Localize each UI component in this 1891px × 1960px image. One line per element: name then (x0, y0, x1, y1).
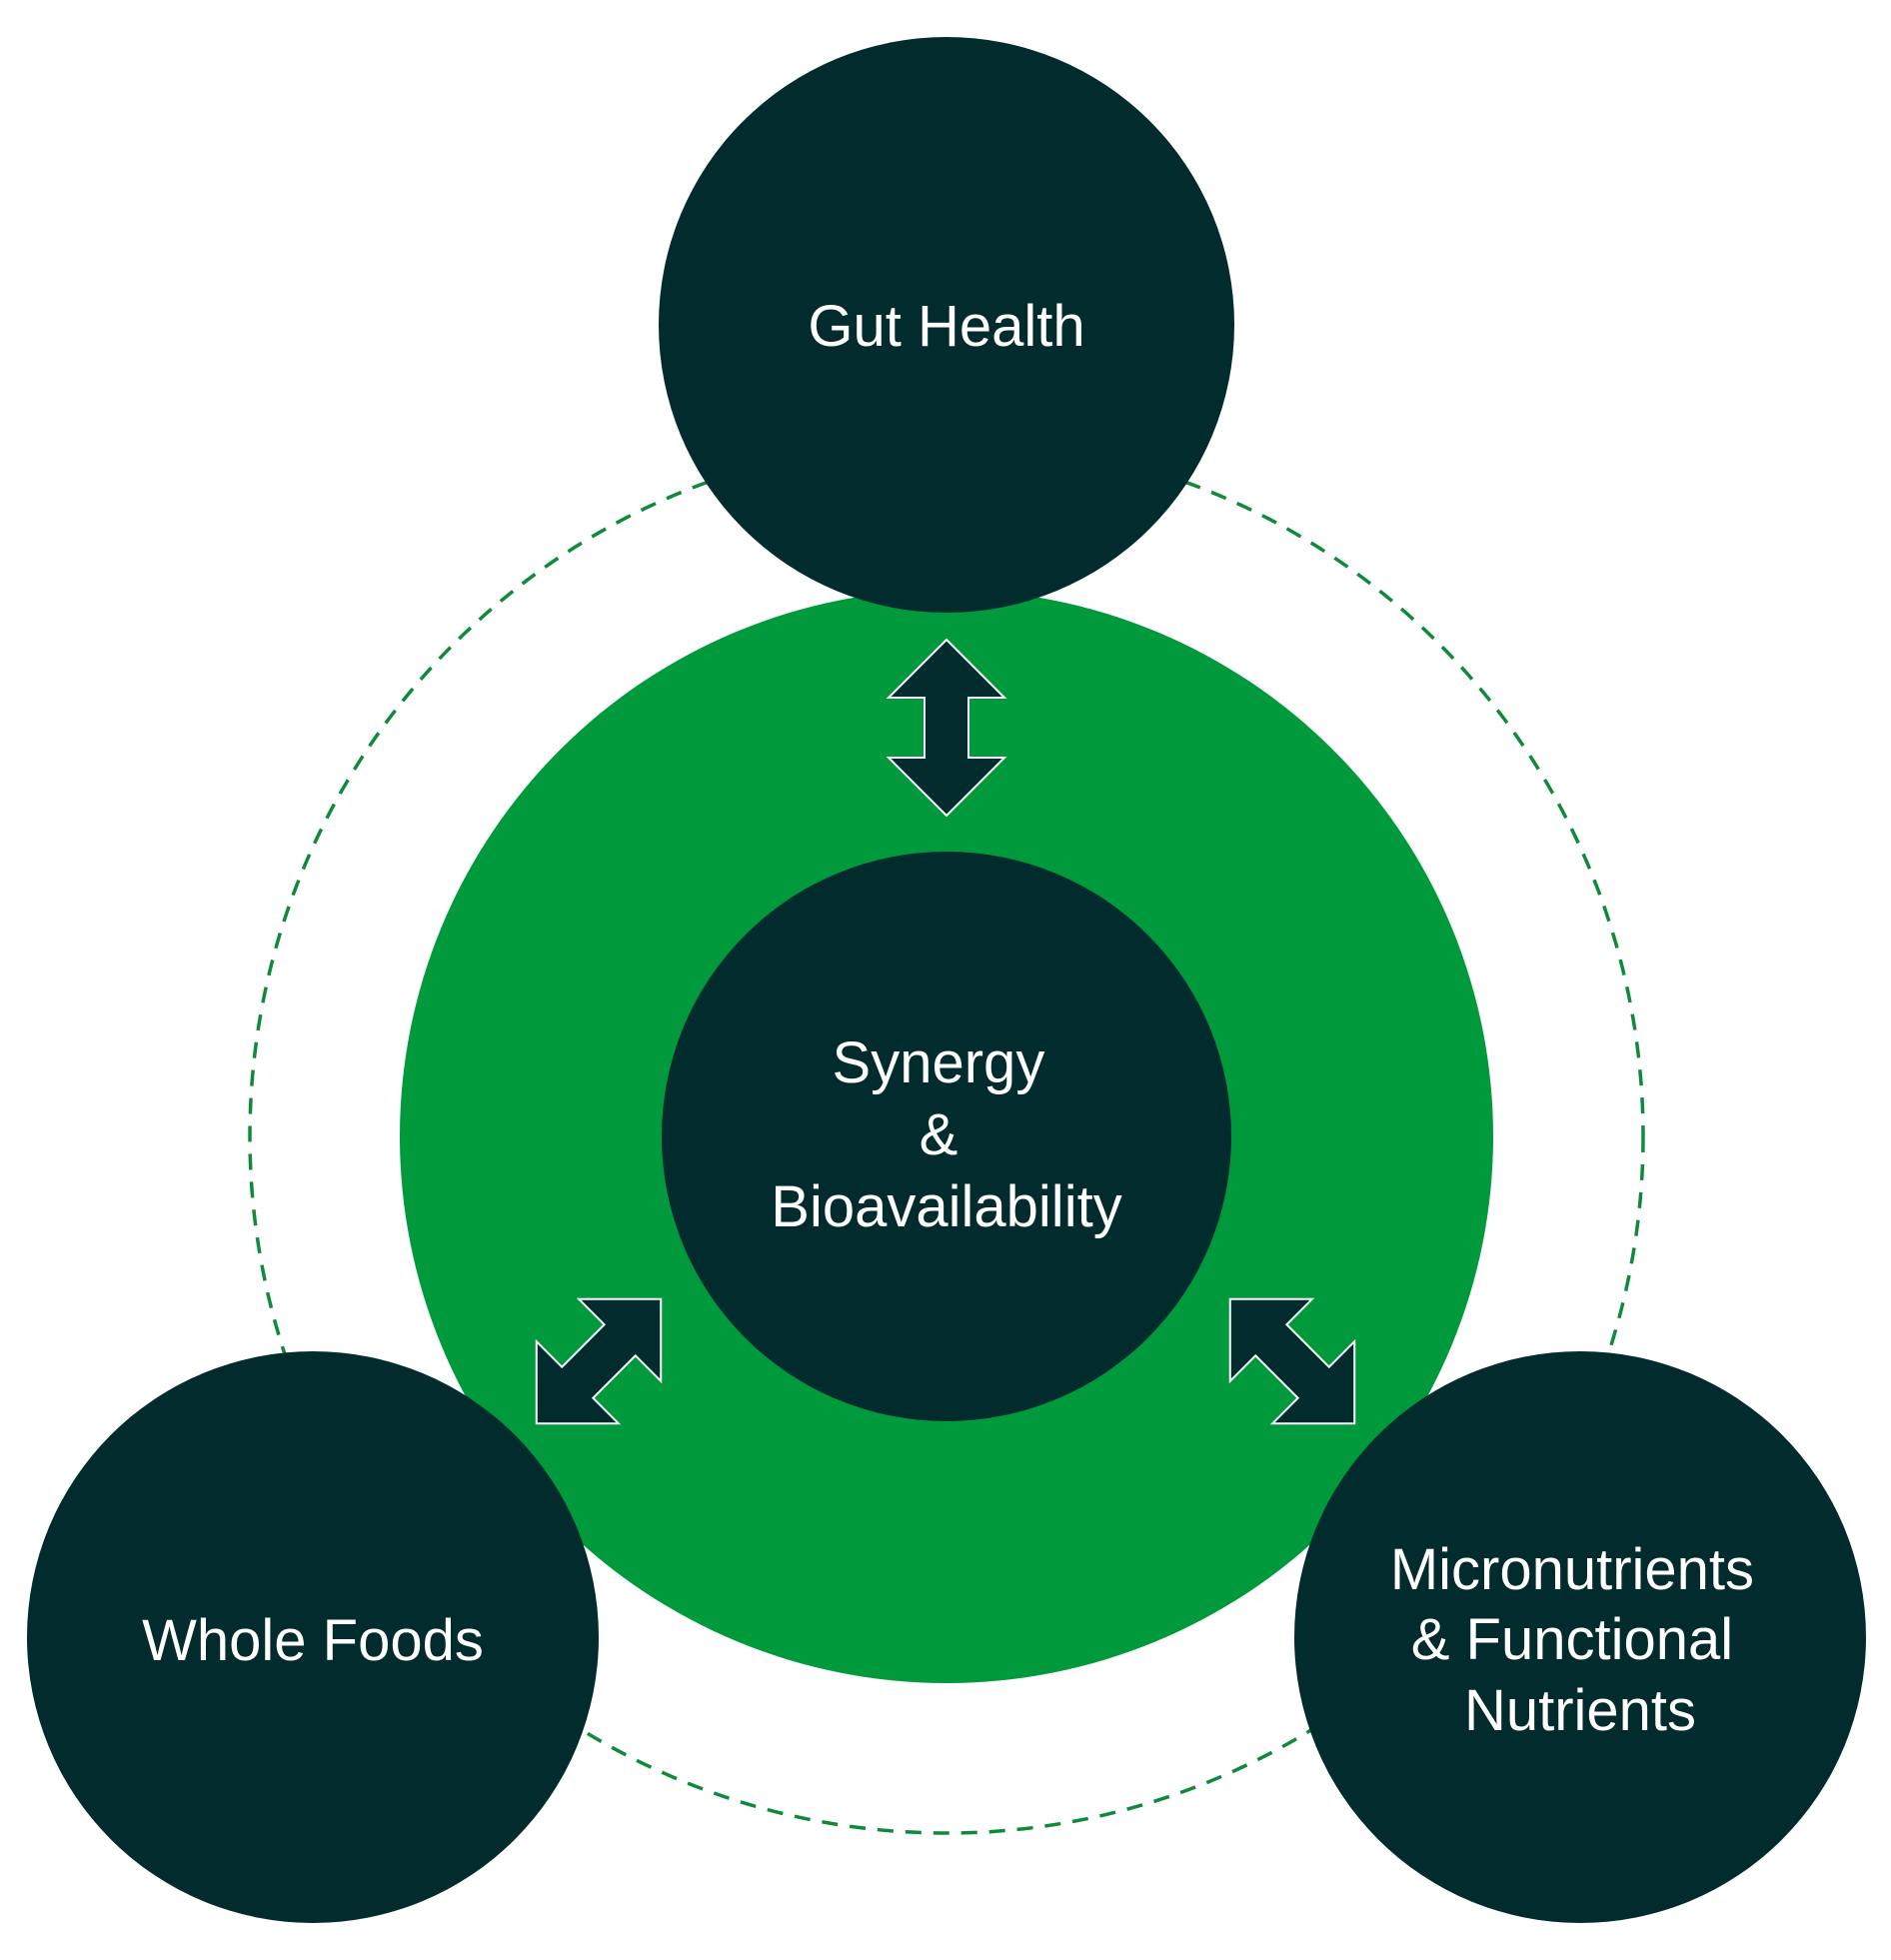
double-arrow-icon (1228, 1297, 1356, 1425)
center-node: Synergy & Bioavailability (662, 852, 1231, 1421)
micronutrients-circle (1294, 1351, 1866, 1923)
gut-health-label-line: Gut Health (808, 294, 1084, 359)
gut-health-node: Gut Health (659, 37, 1234, 613)
center-label-line: & (920, 1102, 958, 1167)
gut-health-label: Gut Health (808, 294, 1084, 359)
micronutrients-label-line: Micronutrients (1390, 1537, 1754, 1602)
whole-foods-node: Whole Foods (27, 1351, 599, 1923)
arrow-center-whole-foods (535, 1297, 663, 1425)
whole-foods-label-line: Whole Foods (142, 1608, 484, 1673)
center-label-line: Bioavailability (771, 1174, 1121, 1239)
gut-health-circle (659, 37, 1234, 613)
whole-foods-label: Whole Foods (142, 1608, 484, 1673)
micronutrients-label: Micronutrients & Functional Nutrients (1390, 1537, 1770, 1743)
whole-foods-circle (27, 1351, 599, 1923)
micronutrients-node: Micronutrients & Functional Nutrients (1294, 1351, 1866, 1923)
center-label: Synergy & Bioavailability (771, 1030, 1121, 1239)
arrow-center-gut-health (886, 638, 1007, 818)
double-arrow-icon (886, 638, 1007, 818)
arrow-center-micronutrients (1228, 1297, 1356, 1425)
double-arrow-icon (535, 1297, 663, 1425)
micronutrients-label-line: Nutrients (1464, 1678, 1696, 1743)
micronutrients-label-line: & Functional (1411, 1607, 1733, 1672)
center-node-circle (662, 852, 1231, 1421)
center-label-line: Synergy (833, 1030, 1045, 1095)
